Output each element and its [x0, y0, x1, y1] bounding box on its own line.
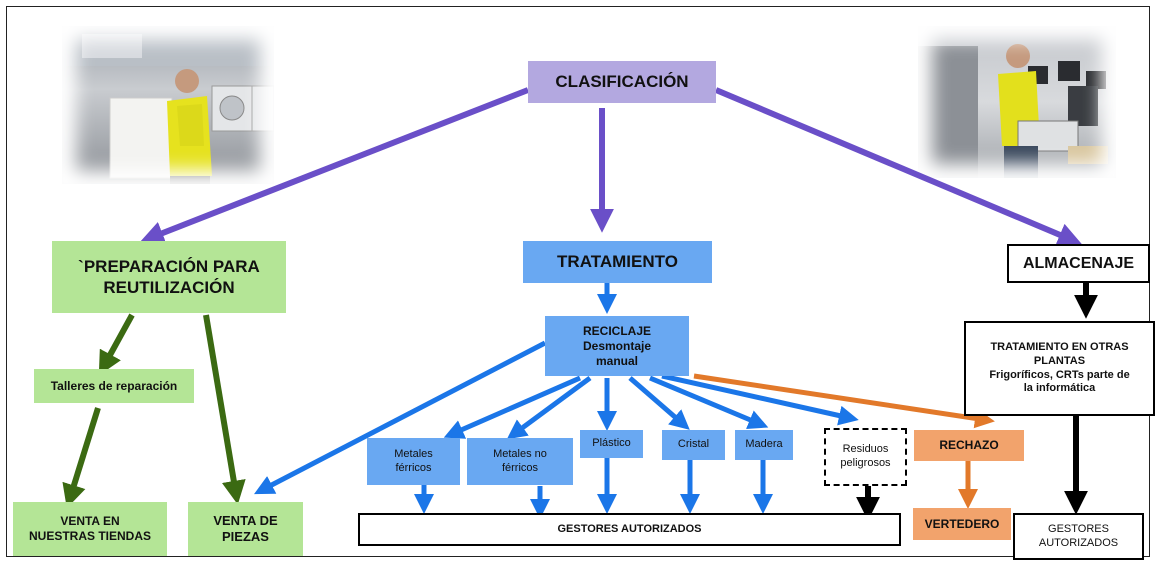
node-talleres-reparacion: Talleres de reparación — [34, 369, 194, 403]
arrow-reciclaje-to-metales-ferricos — [443, 375, 582, 439]
arrow-clasif-to-preparacion — [139, 87, 530, 245]
node-plastico: Plástico — [580, 430, 643, 458]
arrow-reciclaje-to-residuos — [661, 373, 859, 426]
node-almacenaje: ALMACENAJE — [1007, 244, 1150, 283]
node-metales-ferricos: Metales férricos — [367, 438, 460, 485]
arrow-reciclaje-to-cristal — [628, 376, 690, 430]
node-reciclaje: RECICLAJE Desmontaje manual — [545, 316, 689, 376]
arrow-reciclaje-to-metales-no-ferricos — [506, 375, 592, 440]
arrow-preparacion-to-venta-piezas — [203, 314, 246, 505]
photo-worker-appliances — [62, 26, 274, 184]
node-metales-no-ferricos: Metales no férricos — [467, 438, 573, 485]
node-rechazo: RECHAZO — [914, 430, 1024, 461]
node-residuos-peligrosos: Residuos peligrosos — [824, 428, 907, 486]
node-tratamiento: TRATAMIENTO — [523, 241, 712, 283]
node-preparacion-reutilizacion: `PREPARACIÓN PARA REUTILIZACIÓN — [52, 241, 286, 313]
arrow-reciclaje-to-rechazo — [693, 373, 995, 429]
arrow-reciclaje-to-madera — [649, 375, 769, 429]
node-gestores-autorizados-right: GESTORES AUTORIZADOS — [1013, 513, 1144, 560]
photo-worker-computers — [918, 26, 1116, 178]
node-vertedero: VERTEDERO — [913, 508, 1011, 540]
arrow-preparacion-to-talleres — [98, 313, 135, 376]
arrow-talleres-to-venta-tiendas — [62, 407, 101, 509]
node-venta-piezas: VENTA DE PIEZAS — [188, 502, 303, 556]
arrow-reciclaje-to-venta-piezas — [254, 340, 547, 495]
node-venta-tiendas: VENTA EN NUESTRAS TIENDAS — [13, 502, 167, 556]
node-cristal: Cristal — [662, 430, 725, 460]
node-gestores-autorizados-main: GESTORES AUTORIZADOS — [358, 513, 901, 546]
arrow-clasif-to-almacenaje — [714, 87, 1082, 246]
node-madera: Madera — [735, 430, 793, 460]
node-tratamiento-otras-plantas: TRATAMIENTO EN OTRAS PLANTAS Frigorífico… — [964, 321, 1155, 416]
node-clasificacion: CLASIFICACIÓN — [528, 61, 716, 103]
